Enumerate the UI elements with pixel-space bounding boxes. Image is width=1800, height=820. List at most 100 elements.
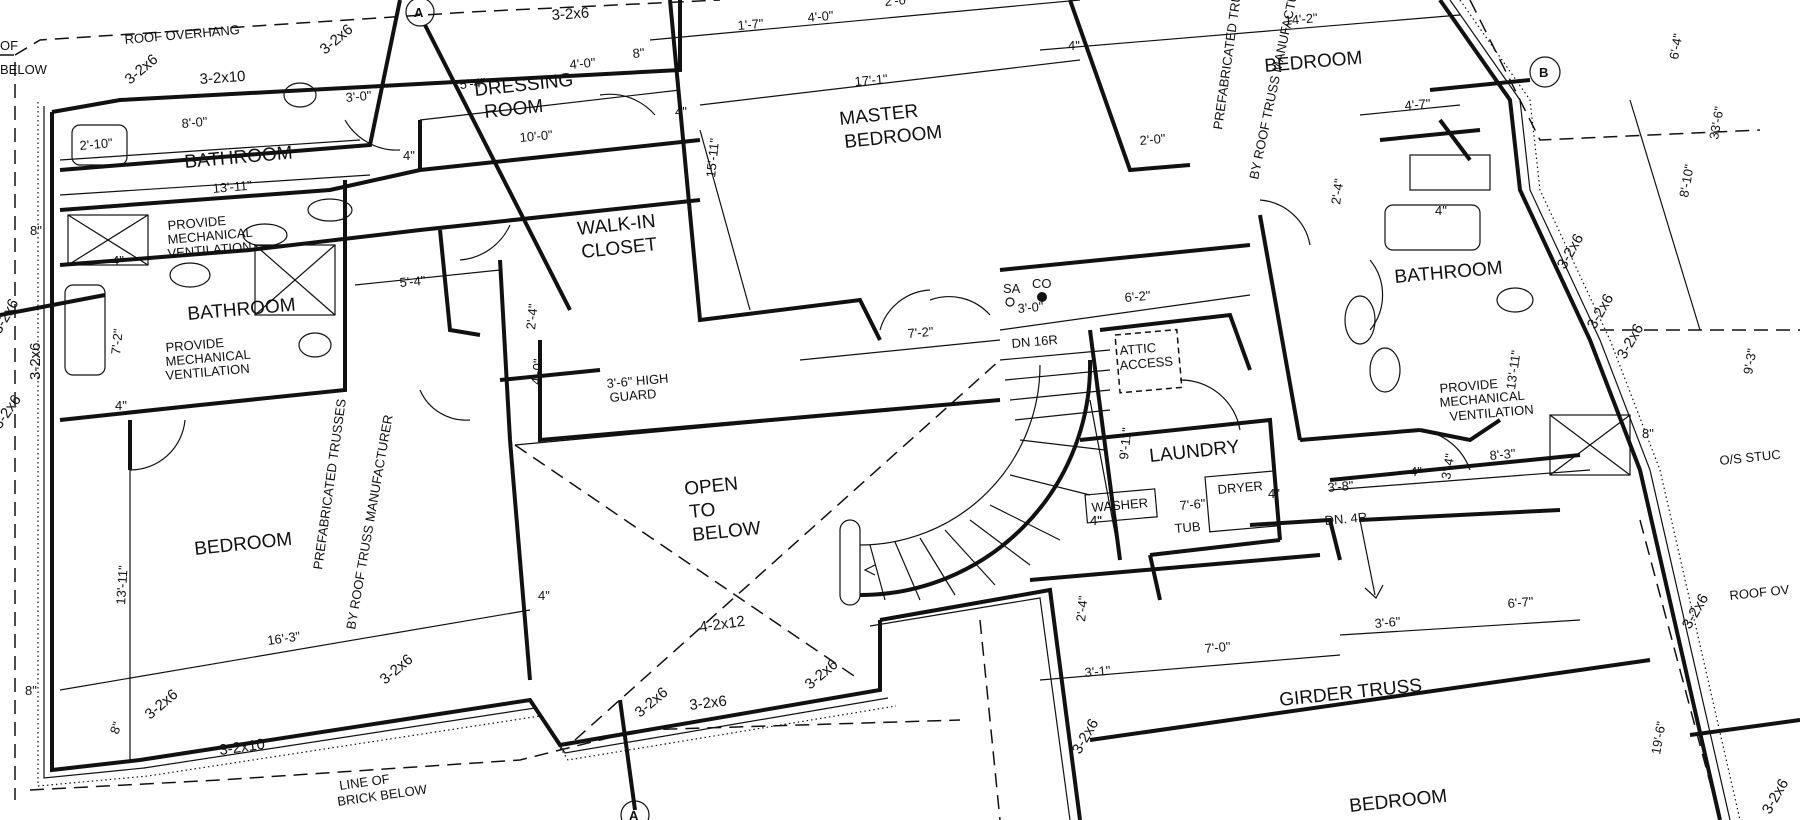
member-label: 3-2x6 (802, 656, 842, 693)
note-label: VENTILATION (167, 239, 252, 261)
guard-note: 3'-6" HIGH (606, 371, 669, 391)
member-label: 3-2x10 (199, 68, 246, 88)
detector-label: CO (1032, 276, 1052, 291)
dimension-label: 33'-6" (1706, 105, 1727, 141)
dimension-label: 2'-4" (523, 303, 541, 331)
note-label: ROOF OVERHANG (124, 22, 240, 47)
room-label: LAUNDRY (1148, 437, 1240, 467)
dimension-label: 8" (632, 45, 645, 61)
stair-label: DN 16R (1011, 332, 1058, 351)
note-label: MECHANICAL (167, 225, 253, 247)
dimension-label: 3'-8" (1327, 478, 1354, 495)
dimension-label: 5'-4" (399, 273, 426, 290)
dimension-label: 8'-10" (1676, 163, 1697, 199)
note-label: BELOW (0, 62, 48, 77)
note-label: VENTILATION (165, 361, 250, 383)
section-line-left (0, 293, 106, 317)
dimension-label: 6'-4" (1666, 32, 1685, 60)
note-label: PROVIDE (167, 213, 227, 233)
section-marker-a-bottom (618, 699, 650, 820)
truss-note: BY ROOF TRUSS MANUFACTURER (343, 414, 396, 631)
dimension-label: 4" (112, 253, 124, 268)
member-label: 3-2x6 (551, 4, 590, 24)
dimension-label: 6'-7" (1507, 594, 1534, 611)
appliance-label: DRYER (1217, 478, 1263, 497)
section-marker-letter: A (629, 808, 639, 820)
member-label: 3-2x6 (1584, 291, 1617, 332)
dimension-label: 6'-2" (1124, 288, 1151, 305)
dimension-label: 2'-0" (1139, 131, 1166, 148)
note-label: ACCESS (1119, 353, 1174, 373)
note-label: VENTILATION (1449, 402, 1534, 424)
dimension-label: 4" (675, 104, 687, 119)
member-label: 3-2x6 (27, 342, 44, 380)
dimension-label: 3'-4" (1438, 452, 1457, 480)
dimension-label: 8" (25, 683, 37, 698)
member-label: 3-2x6 (1679, 591, 1712, 632)
dimension-label: 8" (1642, 426, 1654, 441)
attic-access-hatch (1114, 328, 1183, 394)
dimension-label: 2'-10" (79, 135, 114, 153)
member-label: 3-2x6 (142, 686, 182, 723)
dimension-label: 3'-6" (1374, 614, 1401, 631)
note-label: ATTIC (1119, 340, 1157, 358)
smoke-alarm-icon (1005, 297, 1015, 307)
note-label: ROOF OV (1729, 582, 1791, 603)
dimension-label: 4'-0" (807, 8, 834, 25)
note-label: MECHANICAL (1439, 388, 1525, 410)
dimension-label: 5'-4" (459, 75, 486, 92)
dimension-label: 7'-2" (907, 324, 934, 341)
note-label: PROVIDE (165, 335, 225, 355)
section-marker-b (1429, 56, 1561, 92)
note-label: OF (0, 38, 18, 53)
dimension-label: 19'-6" (1648, 720, 1669, 756)
room-label: BEDROOM (193, 529, 293, 560)
dimension-label: 2'-0" (884, 0, 911, 9)
dimension-label: 4'-0" (569, 55, 596, 72)
dimension-label: 7'-6" (1179, 496, 1206, 513)
guard-note: GUARD (609, 386, 657, 405)
section-line-right (1689, 718, 1800, 737)
member-label: 3-2x6 (1759, 776, 1792, 817)
girder-truss-label: GIRDER TRUSS (1278, 675, 1423, 711)
note-label: MECHANICAL (165, 347, 251, 369)
co-detector-icon (1037, 292, 1047, 302)
dimension-label: 4'-7" (1404, 96, 1431, 113)
member-label: 3-2x6 (0, 296, 22, 337)
dimension-lines (59, 0, 1701, 760)
section-marker-letter: A (414, 5, 424, 20)
door-swings (129, 93, 1471, 471)
dimension-label: 8" (107, 719, 125, 736)
section-marker-a-top (405, 0, 572, 311)
member-label: 3-2x6 (317, 21, 357, 58)
truss-note: PREFABRICATED TRUSSES (310, 398, 349, 571)
dimension-label: 8" (30, 223, 42, 238)
dimension-label: 17'-1" (854, 71, 889, 89)
room-label: TO (688, 499, 716, 523)
member-label: 3-2x6 (0, 392, 25, 432)
dimension-label: 3'-0" (1017, 299, 1044, 316)
dimension-label: 4" (1068, 38, 1080, 53)
dimension-label: 10'-0" (519, 127, 554, 145)
washer-box (1084, 488, 1158, 524)
dimension-label: 4" (538, 588, 550, 603)
member-label: 3-2x6 (377, 651, 417, 688)
dryer-box (1204, 470, 1281, 533)
dimension-label: 8'-3" (1489, 446, 1516, 463)
dimension-label: 13'-11" (1503, 349, 1523, 390)
note-label: O/S STUC (1719, 447, 1782, 468)
dimension-label: 9'-11" (1116, 426, 1134, 460)
stair-label: DN. 4R (1324, 509, 1368, 528)
dimension-label: 2'-4" (1073, 595, 1091, 623)
truss-note: BY ROOF TRUSS MANUFACTURER (1246, 0, 1306, 181)
note-label: LINE OF (338, 771, 390, 793)
room-label: BATHROOM (187, 295, 297, 325)
room-label: BEDROOM (1348, 786, 1448, 817)
dimension-label: 4" (1435, 203, 1447, 218)
note-label: PROVIDE (1439, 376, 1499, 396)
member-label: 3-2x6 (632, 684, 672, 721)
dimension-label: 1'-7" (737, 16, 764, 33)
dimension-label: 2'-4" (1328, 177, 1347, 205)
room-label: BATHROOM (1394, 258, 1504, 288)
